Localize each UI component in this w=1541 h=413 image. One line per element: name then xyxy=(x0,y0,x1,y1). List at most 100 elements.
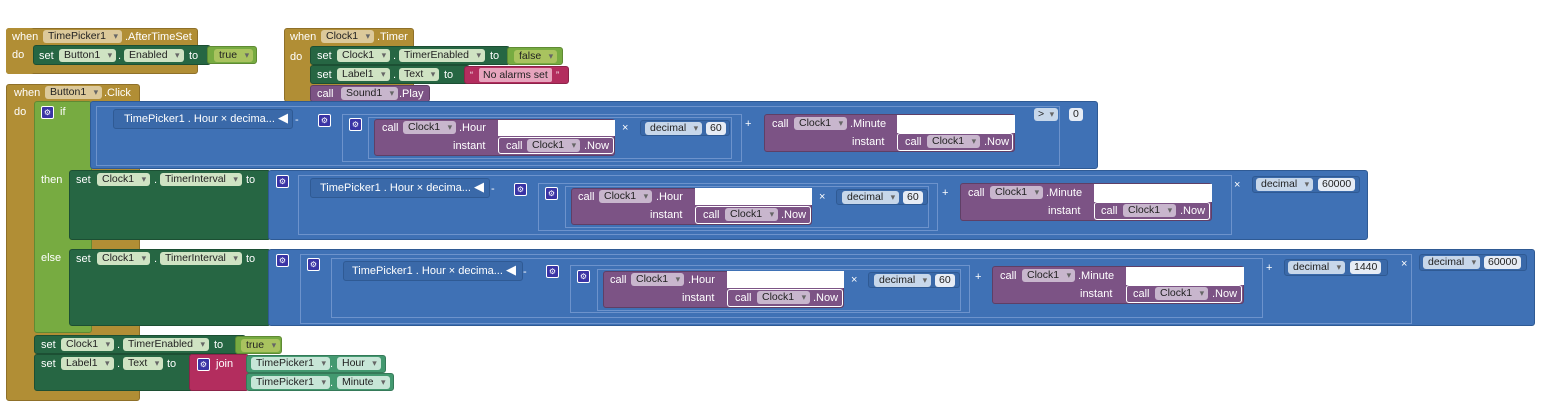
sound1-dropdown[interactable]: Sound1 xyxy=(341,87,399,100)
plus-op: + xyxy=(975,271,982,283)
empty-socket xyxy=(1094,184,1212,202)
clock1-dropdown[interactable]: Clock1 xyxy=(1123,204,1177,217)
decimal-dropdown[interactable]: decimal xyxy=(1256,178,1314,191)
dot: . xyxy=(154,174,158,186)
decimal-dropdown[interactable]: decimal xyxy=(1423,256,1481,269)
clock1-dropdown[interactable]: Clock1 xyxy=(757,291,811,304)
subtraction-block[interactable] xyxy=(298,175,1232,235)
true-dropdown[interactable]: true xyxy=(214,49,254,62)
mutator-gear-icon[interactable]: ⚙ xyxy=(307,258,320,271)
number-1440[interactable]: 1440 xyxy=(1350,261,1382,274)
tp-expression-collapsed[interactable] xyxy=(310,178,490,198)
subtraction-block[interactable] xyxy=(96,106,1060,166)
clock1-dropdown[interactable]: Clock1 xyxy=(1022,269,1076,282)
tp-expression-collapsed[interactable] xyxy=(343,261,523,281)
call-keyword: call xyxy=(317,88,334,100)
decimal-dropdown[interactable]: decimal xyxy=(645,122,703,135)
timerenabled-dropdown[interactable]: TimerEnabled xyxy=(399,49,485,62)
minute-property-dropdown[interactable]: Minute xyxy=(337,376,390,389)
mutator-gear-icon[interactable]: ⚙ xyxy=(318,114,331,127)
dot: . xyxy=(117,339,121,351)
button1-dropdown[interactable]: Button1 xyxy=(59,49,117,62)
false-dropdown[interactable]: false xyxy=(514,50,558,63)
clock1-dropdown[interactable]: Clock1 xyxy=(794,117,848,130)
times-op: × xyxy=(1234,179,1241,191)
add-block[interactable] xyxy=(342,114,742,162)
timerinterval-dropdown[interactable]: TimerInterval xyxy=(160,252,242,265)
clock1-dropdown[interactable]: Clock1 xyxy=(631,273,685,286)
dot: . xyxy=(393,50,397,62)
add-block[interactable] xyxy=(538,183,938,231)
mutator-gear-icon[interactable]: ⚙ xyxy=(546,265,559,278)
no-alarms-string[interactable]: No alarms set xyxy=(479,68,552,82)
text-property-dropdown[interactable]: Text xyxy=(123,357,164,370)
instant-label: instant xyxy=(852,136,885,148)
mutator-gear-icon[interactable]: ⚙ xyxy=(41,106,54,119)
instant-label: instant xyxy=(453,140,486,152)
empty-socket xyxy=(897,115,1015,133)
hour-property-dropdown[interactable]: Hour xyxy=(337,357,381,370)
collapse-arrow-icon[interactable]: ◀ xyxy=(474,179,484,194)
mutator-gear-icon[interactable]: ⚙ xyxy=(197,358,210,371)
clock1-dropdown[interactable]: Clock1 xyxy=(725,208,779,221)
tp-expression-text: TimePicker1 . Hour × decima... xyxy=(352,265,503,277)
enabled-property-dropdown[interactable]: Enabled xyxy=(124,49,184,62)
clock1-dropdown[interactable]: Clock1 xyxy=(1155,287,1209,300)
label1-dropdown[interactable]: Label1 xyxy=(337,68,390,81)
number-0[interactable]: 0 xyxy=(1069,108,1083,121)
mutator-gear-icon[interactable]: ⚙ xyxy=(349,118,362,131)
number-60000[interactable]: 60000 xyxy=(1318,178,1356,191)
clock1-dropdown[interactable]: Clock1 xyxy=(97,173,151,186)
clock1-component-dropdown[interactable]: Clock1 xyxy=(321,30,375,43)
now-method: .Now xyxy=(813,292,839,304)
to-keyword: to xyxy=(189,50,199,62)
do-keyword: do xyxy=(290,51,303,63)
call-keyword: call xyxy=(578,191,595,203)
clock1-dropdown[interactable]: Clock1 xyxy=(61,338,115,351)
clock1-dropdown[interactable]: Clock1 xyxy=(927,135,981,148)
number-60000[interactable]: 60000 xyxy=(1484,256,1522,269)
clock1-dropdown[interactable]: Clock1 xyxy=(403,121,457,134)
decimal-dropdown[interactable]: decimal xyxy=(842,191,900,204)
text-property-dropdown[interactable]: Text xyxy=(399,68,440,81)
decimal-dropdown[interactable]: decimal xyxy=(1288,261,1346,274)
number-60[interactable]: 60 xyxy=(935,274,955,287)
multiply-block[interactable] xyxy=(597,269,961,311)
timepicker1-dropdown[interactable]: TimePicker1 xyxy=(251,376,330,389)
timerinterval-dropdown[interactable]: TimerInterval xyxy=(160,173,242,186)
mutator-gear-icon[interactable]: ⚙ xyxy=(545,187,558,200)
clock1-dropdown[interactable]: Clock1 xyxy=(527,139,581,152)
add-block-inner[interactable] xyxy=(570,265,970,313)
multiply-block[interactable] xyxy=(565,186,929,228)
mutator-gear-icon[interactable]: ⚙ xyxy=(514,183,527,196)
compare-op-dropdown[interactable]: > xyxy=(1034,108,1059,121)
times-op: × xyxy=(819,191,826,203)
tp-expression-collapsed[interactable] xyxy=(113,109,293,129)
minus-op: - xyxy=(491,183,495,195)
true-dropdown[interactable]: true xyxy=(241,339,281,352)
minute-method: .Minute xyxy=(1046,187,1083,199)
multiply-block[interactable] xyxy=(368,117,732,159)
number-60[interactable]: 60 xyxy=(706,122,726,135)
label1-dropdown[interactable]: Label1 xyxy=(61,357,114,370)
mutator-gear-icon[interactable]: ⚙ xyxy=(577,270,590,283)
collapse-arrow-icon[interactable]: ◀ xyxy=(278,110,288,125)
decimal-dropdown[interactable]: decimal xyxy=(874,274,932,287)
clock1-dropdown[interactable]: Clock1 xyxy=(599,190,653,203)
subtraction-block[interactable] xyxy=(331,258,1263,318)
timepicker1-dropdown[interactable]: TimePicker1 xyxy=(251,357,330,370)
dot: . xyxy=(330,377,334,389)
button1-component-dropdown[interactable]: Button1 xyxy=(45,86,103,99)
plus-op: + xyxy=(942,187,949,199)
mutator-gear-icon[interactable]: ⚙ xyxy=(276,254,289,267)
clock1-dropdown[interactable]: Clock1 xyxy=(990,186,1044,199)
add-block[interactable] xyxy=(300,254,1412,324)
timerenabled-dropdown[interactable]: TimerEnabled xyxy=(123,338,209,351)
timepicker-component-dropdown[interactable]: TimePicker1 xyxy=(43,30,122,43)
number-60[interactable]: 60 xyxy=(903,191,923,204)
clock1-dropdown[interactable]: Clock1 xyxy=(337,49,391,62)
clock1-dropdown[interactable]: Clock1 xyxy=(97,252,151,265)
mutator-gear-icon[interactable]: ⚙ xyxy=(276,175,289,188)
collapse-arrow-icon[interactable]: ◀ xyxy=(506,262,516,277)
call-keyword: call xyxy=(772,118,789,130)
